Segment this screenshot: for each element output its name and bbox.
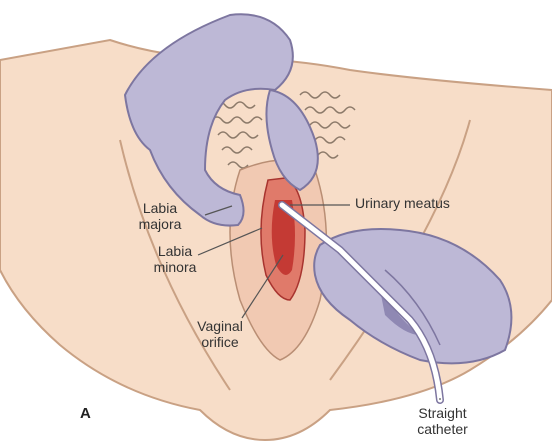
label-labia-minora: Labia minora	[140, 243, 210, 275]
label-straight-catheter-line2: catheter	[395, 421, 490, 437]
label-labia-majora-line1: Labia	[120, 200, 200, 216]
label-labia-majora-line2: majora	[120, 216, 200, 232]
label-labia-majora: Labia majora	[120, 200, 200, 232]
label-vaginal-orifice-line1: Vaginal	[170, 318, 270, 334]
label-vaginal-orifice: Vaginal orifice	[170, 318, 270, 350]
panel-letter: A	[80, 405, 91, 422]
label-labia-minora-line1: Labia	[140, 243, 210, 259]
label-urinary-meatus: Urinary meatus	[355, 195, 505, 211]
label-straight-catheter: Straight catheter	[395, 405, 490, 437]
label-labia-minora-line2: minora	[140, 259, 210, 275]
label-straight-catheter-line1: Straight	[395, 405, 490, 421]
label-vaginal-orifice-line2: orifice	[170, 334, 270, 350]
